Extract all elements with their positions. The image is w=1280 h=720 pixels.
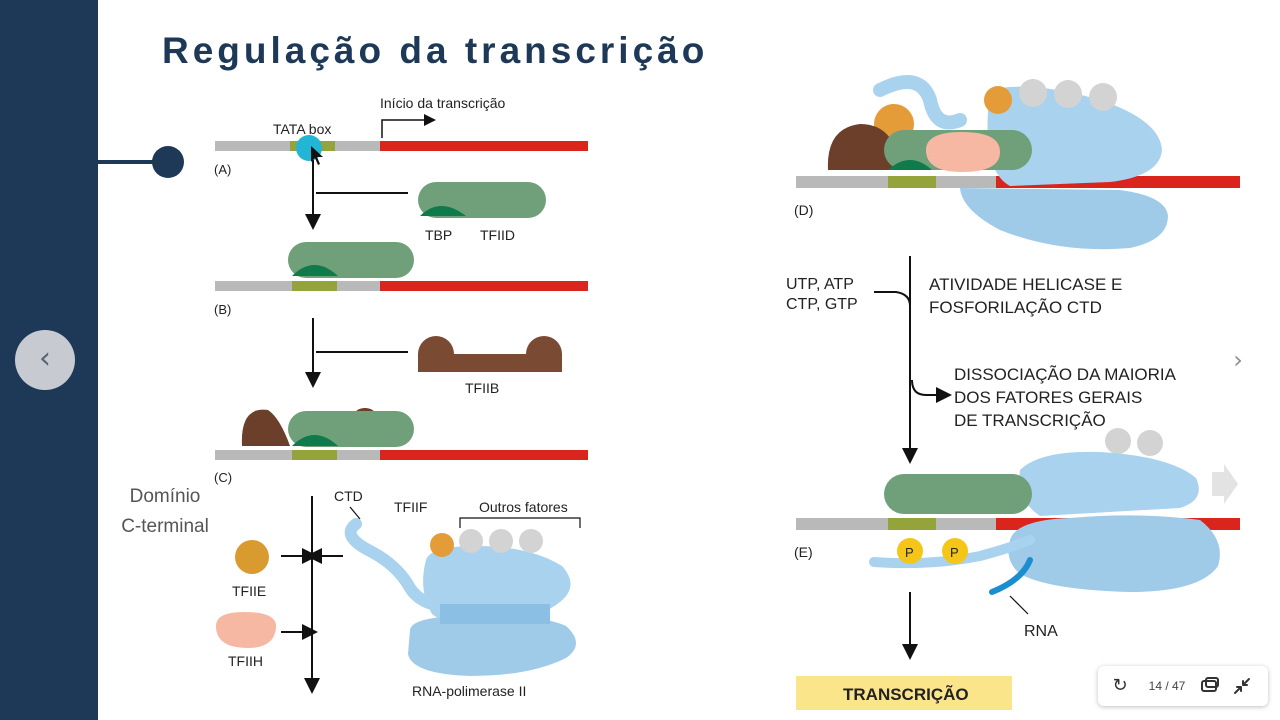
dna-strand-c xyxy=(215,450,588,460)
slide-title: Regulação da transcrição xyxy=(162,30,709,71)
label-a: (A) xyxy=(214,162,231,177)
previous-slide-button[interactable]: ‹ xyxy=(15,330,75,390)
reload-icon[interactable]: ↻ xyxy=(1112,675,1128,696)
released-factor-2 xyxy=(1137,430,1163,456)
tfiif-factor xyxy=(430,533,454,557)
label-b: (B) xyxy=(214,302,231,317)
label-tbp: TBP xyxy=(425,227,452,243)
timeline-connector xyxy=(98,160,158,164)
dissociation-arrow xyxy=(911,379,952,403)
label-d: (D) xyxy=(794,202,813,218)
pointer-icon xyxy=(311,146,323,165)
label-dissoc-2: DOS FATORES GERAIS xyxy=(954,388,1142,407)
ctd-tail xyxy=(344,518,438,610)
label-rna-polimerase: RNA-polimerase II xyxy=(412,683,526,699)
label-tfiie: TFIIE xyxy=(232,583,266,599)
next-slide-button[interactable]: › xyxy=(1224,344,1252,376)
cursor-highlight xyxy=(296,135,322,161)
elongation-complex-e xyxy=(869,451,1220,595)
label-dissoc-1: DISSOCIAÇÃO DA MAIORIA xyxy=(954,365,1177,384)
label-helicase-1: ATIVIDADE HELICASE E xyxy=(929,275,1122,294)
ntp-arrow xyxy=(874,291,911,307)
label-ntp-1: UTP, ATP xyxy=(786,276,854,293)
label-helicase-2: FOSFORILAÇÃO CTD xyxy=(929,298,1102,317)
timeline-dot xyxy=(152,146,184,178)
tfiib-bound-c xyxy=(241,409,290,446)
label-transcricao: TRANSCRIÇÃO xyxy=(843,684,969,704)
label-p-2: P xyxy=(950,545,959,560)
exit-fullscreen-icon[interactable] xyxy=(1230,674,1254,698)
label-dissoc-3: DE TRANSCRIÇÃO xyxy=(954,411,1106,430)
tfiid-bound-b xyxy=(288,242,414,278)
ctd-pointer xyxy=(349,506,361,520)
phospho-badge-2 xyxy=(942,538,968,564)
side-note-line-2: C-terminal xyxy=(121,516,209,537)
pic-complex-d xyxy=(827,75,1168,250)
direction-arrow xyxy=(1212,464,1238,504)
tfiie-factor xyxy=(235,540,269,574)
tfiid-bound-c xyxy=(288,411,414,447)
other-factor-1 xyxy=(459,529,483,553)
label-c: (C) xyxy=(214,470,232,485)
label-ctd: CTD xyxy=(334,488,363,504)
released-factor-1 xyxy=(1105,428,1131,454)
tfiib-factor xyxy=(418,336,562,372)
dna-strand-b xyxy=(215,281,588,291)
presentation-toolbar: ↻ 14 / 47 xyxy=(1098,666,1268,706)
label-e: (E) xyxy=(794,544,813,560)
chevron-right-icon: › xyxy=(1233,346,1243,374)
present-icon[interactable] xyxy=(1198,674,1222,698)
start-arrow xyxy=(381,114,436,138)
outros-bracket xyxy=(459,517,581,528)
transcription-box xyxy=(796,676,1012,710)
label-p-1: P xyxy=(905,545,914,560)
label-rna: RNA xyxy=(1024,623,1058,640)
label-ntp-2: CTP, GTP xyxy=(786,296,858,313)
label-outros-fatores: Outros fatores xyxy=(479,499,568,515)
side-note: Domínio C-terminal xyxy=(110,482,220,542)
label-tfiif: TFIIF xyxy=(394,499,427,515)
dna-strand-a xyxy=(215,141,588,151)
label-tfiih: TFIIH xyxy=(228,653,263,669)
page-indicator: 14 / 47 xyxy=(1148,679,1186,693)
tfiih-factor xyxy=(216,612,277,648)
other-factor-2 xyxy=(489,529,513,553)
label-tfiib: TFIIB xyxy=(465,380,499,396)
label-tfiid: TFIID xyxy=(480,227,515,243)
tfiid-complex xyxy=(418,182,546,218)
label-inicio: Início da transcrição xyxy=(380,95,505,111)
rna-polymerase-ii xyxy=(408,546,576,676)
phospho-badge-1 xyxy=(897,538,923,564)
side-note-line-1: Domínio xyxy=(129,486,201,507)
chevron-left-icon: ‹ xyxy=(39,341,51,376)
other-factor-3 xyxy=(519,529,543,553)
rna-pointer xyxy=(1009,595,1029,615)
label-tata-box: TATA box xyxy=(273,121,331,137)
